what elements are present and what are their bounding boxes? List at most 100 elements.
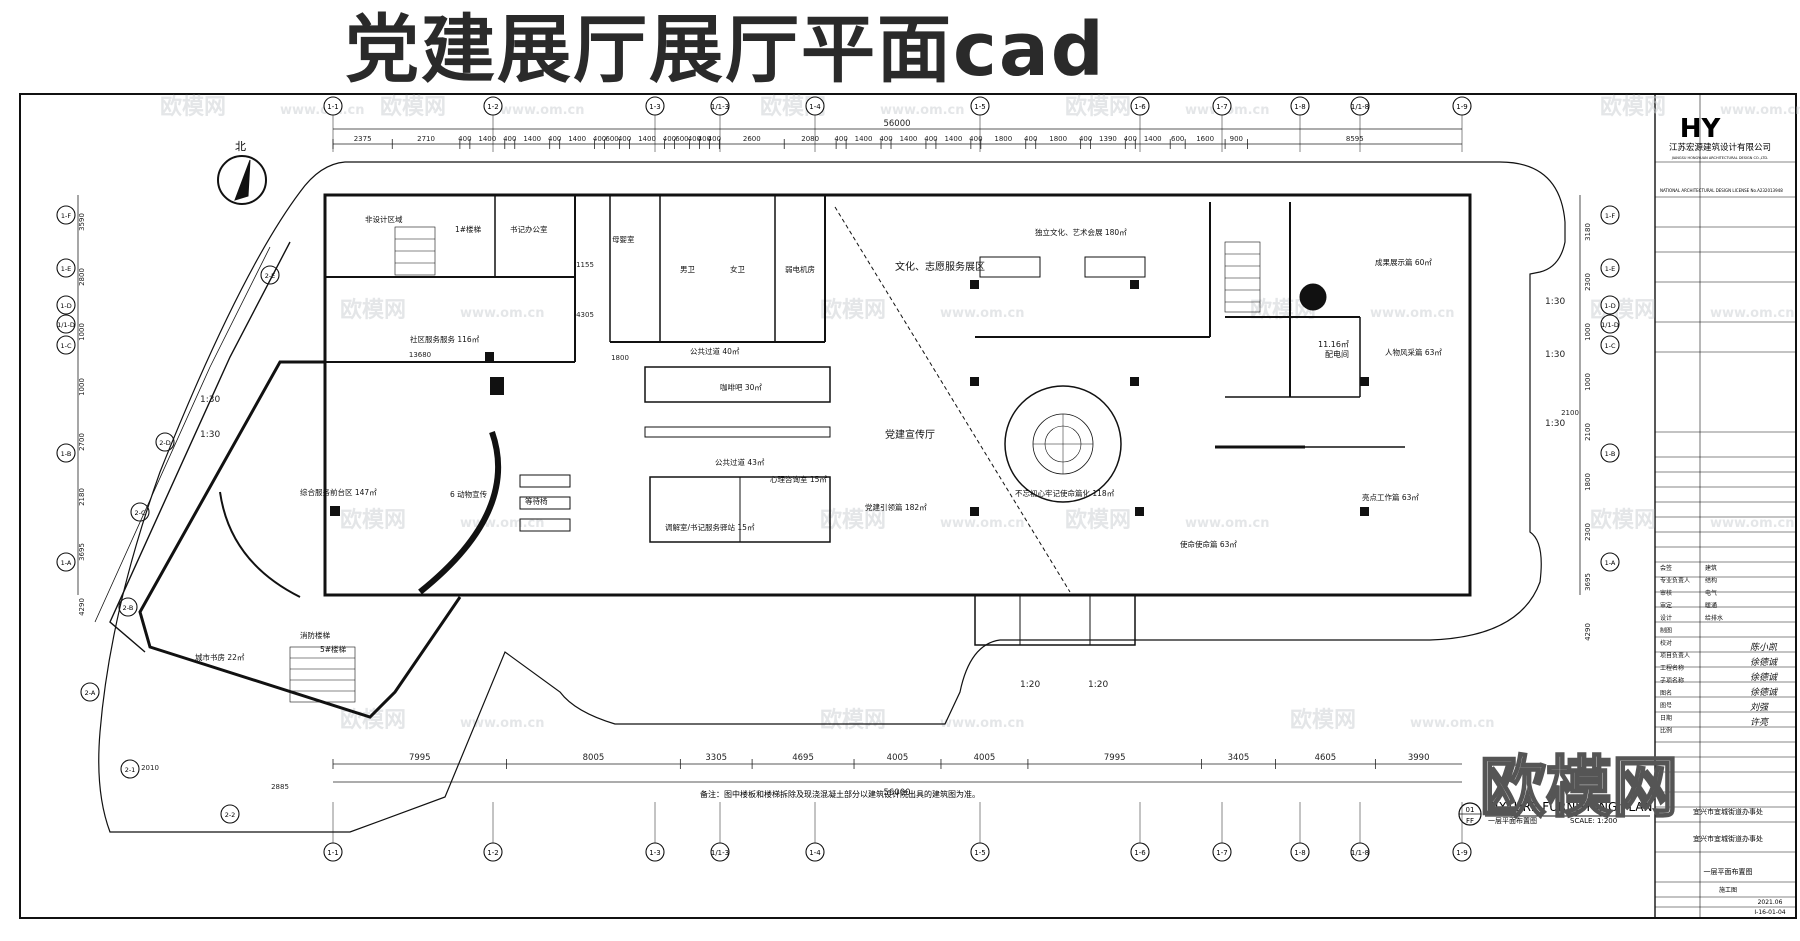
dim-top-segment: 1400 [855, 135, 873, 143]
title-block-signature: 许亮 [1750, 717, 1770, 728]
grid-label: 1-5 [974, 103, 985, 111]
dim-misc: 2885 [271, 783, 289, 791]
grid-label: 1-7 [1216, 849, 1227, 857]
dim-left-segment: 4290 [78, 598, 86, 616]
dim-top-segment: 1400 [1144, 135, 1162, 143]
drawing-date: 2021.06 [1758, 899, 1783, 906]
room-label-original: 不忘初心牢记使命篇化 118㎡ [1015, 488, 1115, 498]
dim-top-segment: 400 [548, 135, 561, 143]
watermark-group: 欧模网www.om.cn欧模网www.om.cn欧模网www.om.cn欧模网w… [160, 94, 1800, 733]
grid-label: 1-3 [649, 849, 660, 857]
brand-watermark-large: 欧模网 [1480, 749, 1678, 826]
grid-label: 1-B [61, 450, 72, 458]
title-block-field: 校对 [1660, 639, 1672, 647]
room-label-mother: 母婴室 [612, 234, 635, 244]
room-label-lecture: 城市书房 22㎡ [195, 652, 245, 662]
dim-right-segment: 3180 [1584, 223, 1592, 241]
title-block-field: 工程名称 [1660, 664, 1684, 672]
stage: 施工图 [1719, 886, 1737, 894]
watermark-site: www.om.cn [940, 716, 1025, 731]
dim-bottom-segment: 4005 [887, 753, 909, 763]
dim-right-segment: 2300 [1584, 523, 1592, 541]
grid-bubble [1600, 335, 1620, 355]
dim-top-segment: 400 [969, 135, 982, 143]
dim-top-segment: 600 [1171, 135, 1184, 143]
room-label-figures: 人物风采篇 63㎡ [1385, 347, 1442, 357]
drawing-number: I-16-01-04 [1754, 909, 1785, 916]
title-block: HY 江苏宏源建筑设计有限公司 JIANGSU HONGYUAN ARCHITE… [1655, 114, 1796, 916]
room-label-public-aisle-1: 公共过道 40㎡ [690, 346, 740, 356]
grid-label: 1-8 [1294, 103, 1305, 111]
dim-top-segment: 2375 [354, 135, 372, 143]
title-block-signature: 徐德诚 [1750, 687, 1779, 698]
dim-top-segment: 900 [1230, 135, 1243, 143]
room-label-display: 6 动物宣传 [450, 489, 488, 499]
dim-misc: 1155 [576, 261, 594, 269]
svg-text:FF: FF [1466, 817, 1474, 825]
grid-label: 2-A [85, 689, 96, 697]
drawing-name: 一层平面布置图 [1704, 867, 1753, 876]
grid-label: 1-6 [1134, 849, 1146, 857]
dim-top-segment: 1400 [568, 135, 586, 143]
dim-left-segment: 3695 [78, 543, 86, 561]
grid-label: 1-F [61, 212, 71, 220]
grid-label: 1-3 [649, 103, 660, 111]
grid-label: 1-9 [1456, 103, 1467, 111]
dim-top-segment: 400 [698, 135, 711, 143]
room-label-fire-stair: 消防楼梯 [300, 630, 330, 640]
title-block-field: 比例 [1660, 727, 1672, 735]
grid-label: 1-4 [809, 103, 821, 111]
dim-right-segment: 2100 [1584, 423, 1592, 441]
dim-top-segment: 1390 [1099, 135, 1117, 143]
watermark-brand: 欧模网 [380, 94, 446, 120]
plan-title-cn: 一层平面布置图 [1488, 816, 1537, 825]
dim-top-segment: 1800 [1049, 135, 1067, 143]
grid-label: 1-E [1605, 265, 1616, 273]
room-label-achievement: 成果展示篇 60㎡ [1375, 257, 1432, 267]
grid-label: 1-1 [327, 849, 338, 857]
dim-left-segment: 1000 [78, 323, 86, 341]
room-labels: 非设计区域1#楼梯书记办公室母婴室男卫女卫弱电机房社区服务服务 116㎡文化、志… [195, 214, 1442, 662]
dim-right-segment: 1000 [1584, 323, 1592, 341]
dim-top-segment: 2080 [801, 135, 819, 143]
dim-top-segment: 600 [675, 135, 688, 143]
watermark-site: www.om.cn [1410, 716, 1495, 731]
dim-left-segment: 2180 [78, 488, 86, 506]
room-label-female-wc: 女卫 [730, 264, 745, 274]
dim-top-segment: 400 [593, 135, 606, 143]
grid-label: 1/1-3 [711, 103, 729, 111]
scale-label: 1:20 [1020, 680, 1040, 690]
dim-right-segment: 3695 [1584, 573, 1592, 591]
room-label-highlight: 亮点工作篇 63㎡ [1362, 492, 1419, 502]
grid-bubble [1600, 314, 1620, 334]
title-block-signature: 陈小凯 [1750, 642, 1778, 653]
dim-left-segment: 2700 [78, 433, 86, 451]
grid-bubble [56, 335, 76, 355]
room-label-non-design: 非设计区域 [365, 214, 403, 224]
room-label-mediation: 调解室/书记服务驿站 15㎡ [665, 522, 755, 532]
grid-label: 2-1 [125, 766, 136, 774]
dim-top-segment: 400 [503, 135, 516, 143]
scale-label: 1:30 [200, 430, 220, 440]
room-label-party-hall: 党建宣传厅 [885, 428, 935, 441]
title-block-field: 图号 [1660, 703, 1672, 710]
dim-top-segment: 400 [1124, 135, 1137, 143]
grid-label: 1-2 [487, 103, 498, 111]
grid-label: 1-B [1605, 450, 1616, 458]
dim-top-segment: 400 [924, 135, 937, 143]
grid-bubble [155, 432, 175, 452]
watermark-brand: 欧模网 [160, 94, 226, 120]
dim-top-segment: 400 [618, 135, 631, 143]
watermark-brand: 欧模网 [1590, 507, 1656, 533]
dimension-lines [77, 128, 1581, 783]
grid-bubble [1600, 258, 1620, 278]
grid-label: 1-8 [1294, 849, 1305, 857]
grid-label: 1-D [60, 302, 72, 310]
grid-label: 1-5 [974, 849, 985, 857]
grid-label: 1-4 [809, 849, 821, 857]
plan-title-callout: 01 FF FIXTURE FURNISHING PLAN 一层平面布置图 SC… [1458, 800, 1653, 826]
dim-top-segment: 1800 [994, 135, 1012, 143]
dim-top-segment: 400 [458, 135, 471, 143]
room-label-weak-elec: 弱电机房 [785, 264, 815, 274]
grid-label: 1/1-3 [711, 849, 729, 857]
